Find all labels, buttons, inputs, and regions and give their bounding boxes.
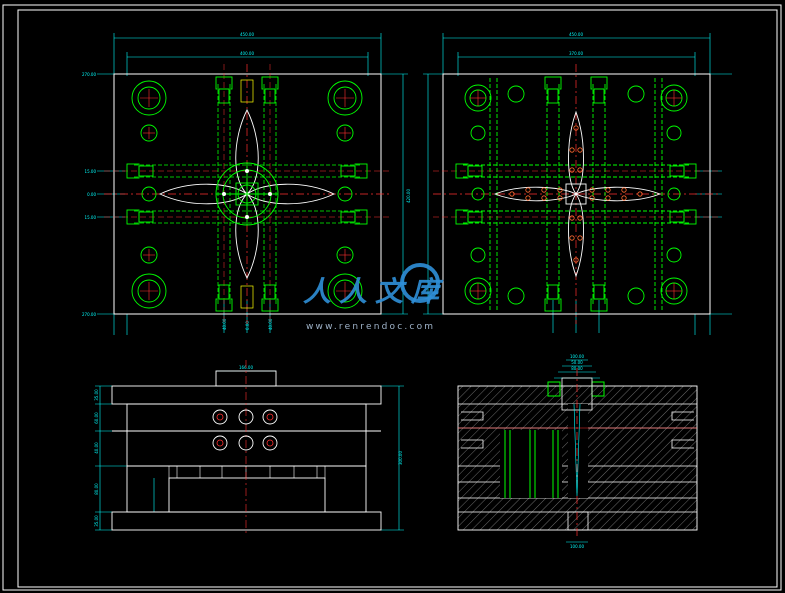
bottom-left-side-view: 166.00 300.00 35.00 60.00 40.00 80.00 35… bbox=[94, 360, 404, 536]
dim-left-row-c: 0.00 bbox=[87, 192, 96, 197]
dim-section-top-b: 50.00 bbox=[571, 360, 583, 365]
top-right-plan-view: 450.00 370.00 bbox=[423, 32, 732, 335]
dim-top-left-inner: 400.00 bbox=[240, 51, 254, 56]
dim-section-height: 300.00 bbox=[398, 451, 403, 465]
dim-left-row-a: 270.00 bbox=[82, 72, 96, 77]
watermark-url: www.renrendoc.com bbox=[306, 322, 436, 332]
bottom-right-section-view: 100.00 50.00 80.00 100.00 bbox=[457, 354, 698, 549]
watermark-brand-text: 人人文库 bbox=[303, 275, 447, 308]
dim-bottom-a: 40.00 bbox=[222, 318, 227, 330]
dim-side-e: 35.00 bbox=[94, 515, 99, 527]
dim-left-row-d: 15.00 bbox=[85, 215, 97, 220]
dim-top-right-inner: 370.00 bbox=[569, 51, 583, 56]
dim-left-row-b: 15.00 bbox=[85, 169, 97, 174]
dim-section-bottom: 100.00 bbox=[570, 544, 584, 549]
dim-top-left-total: 450.00 bbox=[240, 32, 254, 37]
dim-left-row-e: 270.00 bbox=[82, 312, 96, 317]
watermark-logo: 人人文库 bbox=[303, 263, 447, 308]
inner-frame bbox=[17, 9, 778, 588]
dim-top-right-total: 450.00 bbox=[569, 32, 583, 37]
dim-section-top-a: 100.00 bbox=[570, 354, 584, 359]
dim-bottom-b: 0.00 bbox=[245, 321, 250, 330]
watermark-circle-icon bbox=[400, 263, 440, 303]
dim-side-d: 80.00 bbox=[94, 483, 99, 495]
outer-frame bbox=[2, 4, 782, 591]
dim-bottom-c: 40.00 bbox=[268, 318, 273, 330]
dim-side-c: 40.00 bbox=[94, 442, 99, 454]
top-left-plan-view: 450.00 400.00 270.00 15.00 0.00 15.00 27… bbox=[82, 32, 411, 335]
dim-right-total: 420.00 bbox=[406, 189, 411, 203]
dim-side-a: 35.00 bbox=[94, 389, 99, 401]
dim-side-b: 60.00 bbox=[94, 412, 99, 424]
